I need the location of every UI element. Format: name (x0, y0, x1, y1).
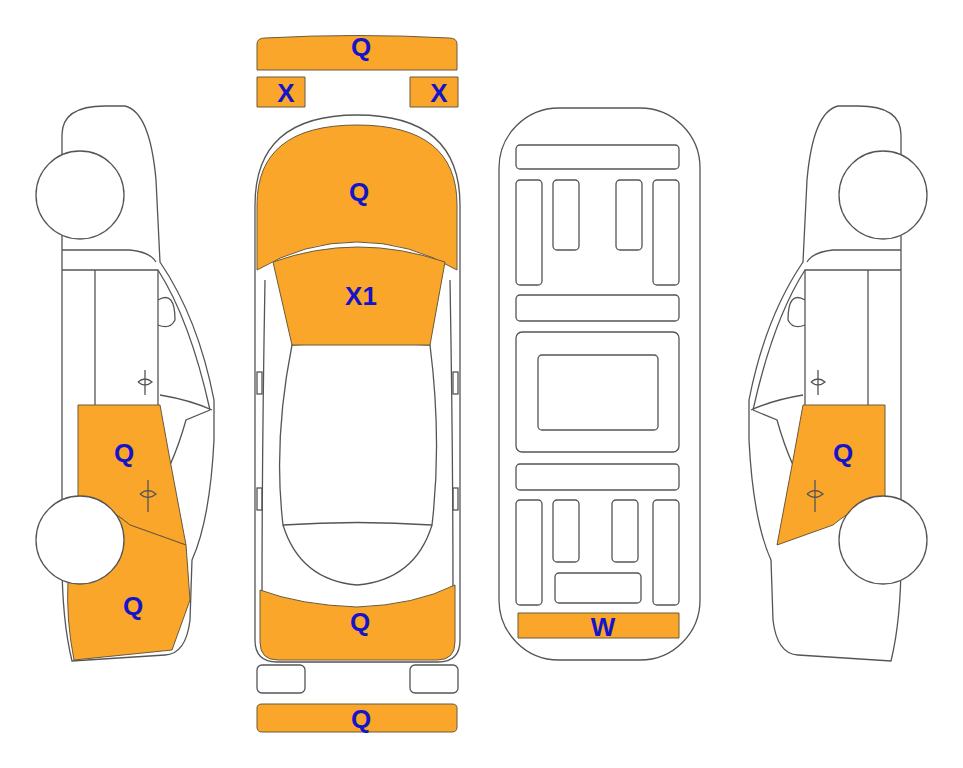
underbody-view (499, 108, 700, 660)
damage-code: Q (833, 440, 853, 466)
damage-panel: Q (255, 701, 460, 734)
side-view (749, 106, 901, 661)
damage-code: Q (349, 179, 369, 205)
panel-shape (66, 500, 194, 663)
damage-code: W (591, 614, 616, 640)
top-view (255, 115, 460, 693)
damage-code: Q (350, 609, 370, 635)
damage-code: Q (351, 34, 371, 60)
damage-code: X1 (345, 283, 377, 309)
panel-shape (775, 402, 887, 547)
damage-panel: X1 (270, 238, 448, 348)
side-view (62, 106, 214, 661)
damage-panel: Q (257, 580, 458, 662)
damage-code: Q (351, 706, 371, 732)
door-handle (138, 370, 825, 512)
damage-panel: W (515, 611, 682, 640)
damage-panel: X (255, 75, 307, 109)
damage-panel: X (408, 75, 460, 109)
damage-panel: Q (775, 402, 887, 547)
damage-code: X (430, 80, 447, 106)
damage-panel: Q (66, 500, 194, 663)
damage-code: Q (114, 440, 134, 466)
damage-code: X (277, 80, 294, 106)
damage-panel: Q (255, 34, 460, 72)
damage-code: Q (123, 593, 143, 619)
wheel (36, 151, 927, 584)
